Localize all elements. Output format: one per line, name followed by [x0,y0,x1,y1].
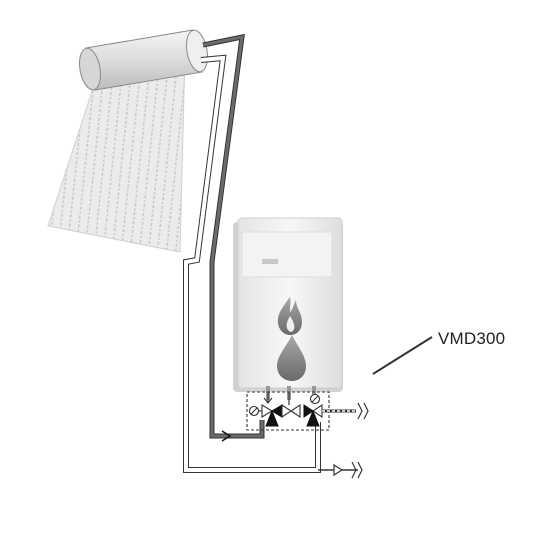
flame-icon [277,297,302,335]
callout-label: VMD300 [438,329,505,348]
water-drop-icon [277,335,306,381]
storage-tank [78,29,209,91]
valve-module [246,391,369,431]
boiler [233,217,343,400]
check-valve-icon [333,463,344,477]
hot-pipe [202,33,265,442]
flow-arrow-icon [221,430,232,442]
cold-pipe [183,54,363,479]
callout: VMD300 [372,329,505,375]
